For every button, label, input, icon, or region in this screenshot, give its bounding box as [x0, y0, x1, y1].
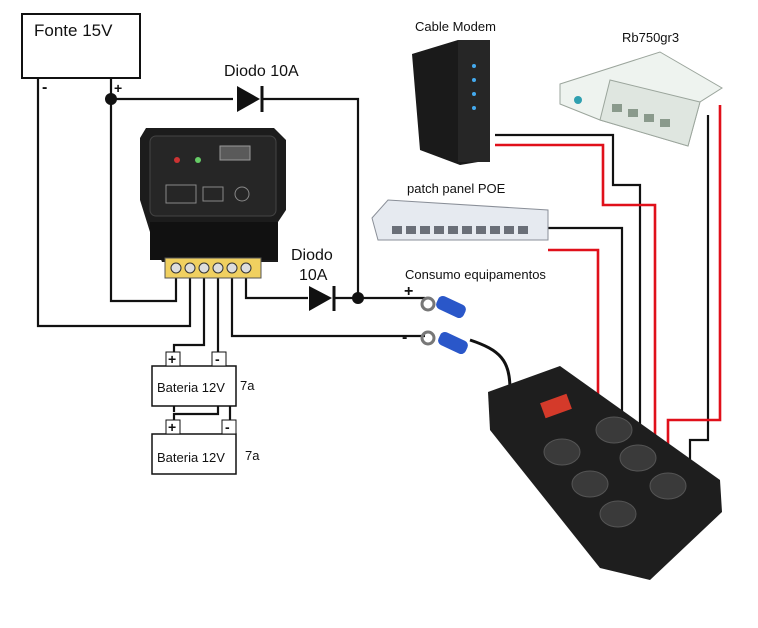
wire-diode-top-out: [263, 97, 360, 298]
strip-cable: [469, 338, 512, 391]
charge-controller: [140, 128, 286, 279]
diode-mid: Diodo 10A: [291, 247, 336, 311]
source-minus-sign: -: [42, 79, 47, 96]
diode-mid-icon: [309, 286, 332, 311]
load-label: Consumo equipamentos: [405, 267, 546, 282]
wire-to-controller-pv: [109, 99, 178, 303]
cable-modem-label: Cable Modem: [415, 19, 496, 34]
battery-2-capacity: 7a: [245, 448, 260, 463]
black-wires: [36, 78, 710, 470]
diode-mid-label-1: Diodo: [291, 247, 333, 264]
router: Rb750gr3: [559, 30, 723, 147]
power-source: Fonte 15V - +: [21, 13, 141, 96]
battery-1-capacity: 7a: [240, 378, 255, 393]
junction-dot-load: [352, 292, 364, 304]
battery-2-label: Bateria 12V: [157, 450, 225, 465]
router-label: Rb750gr3: [622, 30, 679, 45]
wire-load-minus: [230, 278, 425, 338]
source-plus-sign: +: [114, 80, 122, 96]
wire-load-plus: [244, 278, 308, 300]
wire-poe-black: [548, 226, 624, 420]
controller-display: [219, 145, 251, 161]
battery-2: + - Bateria 12V 7a: [151, 419, 260, 475]
battery-2-plus: +: [168, 419, 176, 435]
wire-source-plus: [109, 78, 233, 101]
junction-dot-source: [105, 93, 117, 105]
load-minus-sign: -: [402, 329, 407, 346]
patch-panel-poe: patch panel POE: [371, 181, 549, 241]
ring-terminal-minus: [420, 330, 468, 355]
cable-modem: Cable Modem: [412, 19, 496, 165]
wire-router-red: [666, 105, 722, 470]
battery-1-icon: [151, 365, 237, 407]
wire-router-black: [688, 115, 710, 470]
wire-modem-black: [495, 133, 642, 435]
wire-modem-red: [495, 143, 657, 460]
power-switch: [540, 393, 572, 419]
wire-bat-plus: [172, 278, 206, 352]
power-strip: [488, 366, 722, 580]
patch-panel-label: patch panel POE: [407, 181, 506, 196]
diode-top: Diodo 10A: [224, 63, 299, 112]
battery-1-plus: +: [168, 351, 176, 367]
wire-bat-series: [172, 406, 220, 420]
battery-2-icon: [151, 433, 237, 475]
battery-1: + - Bateria 12V 7a: [151, 351, 255, 407]
diode-top-label: Diodo 10A: [224, 63, 299, 80]
ring-terminal-plus: [420, 295, 466, 319]
controller-led-green: [195, 157, 201, 163]
controller-bulb-icon: [234, 186, 250, 202]
diode-mid-label-2: 10A: [299, 267, 328, 284]
wire-poe-red: [548, 248, 600, 430]
controller-battery-icon: [202, 186, 224, 202]
load-terminals: Consumo equipamentos + -: [402, 267, 546, 355]
controller-panel-icon: [165, 184, 197, 204]
battery-2-minus: -: [225, 419, 230, 435]
load-plus-sign: +: [404, 283, 413, 300]
battery-1-minus: -: [215, 351, 220, 367]
diode-top-icon: [237, 86, 260, 112]
controller-led-red: [174, 157, 180, 163]
wire-source-minus: [36, 78, 192, 328]
battery-1-label: Bateria 12V: [157, 380, 225, 395]
power-source-label: Fonte 15V: [34, 21, 113, 40]
